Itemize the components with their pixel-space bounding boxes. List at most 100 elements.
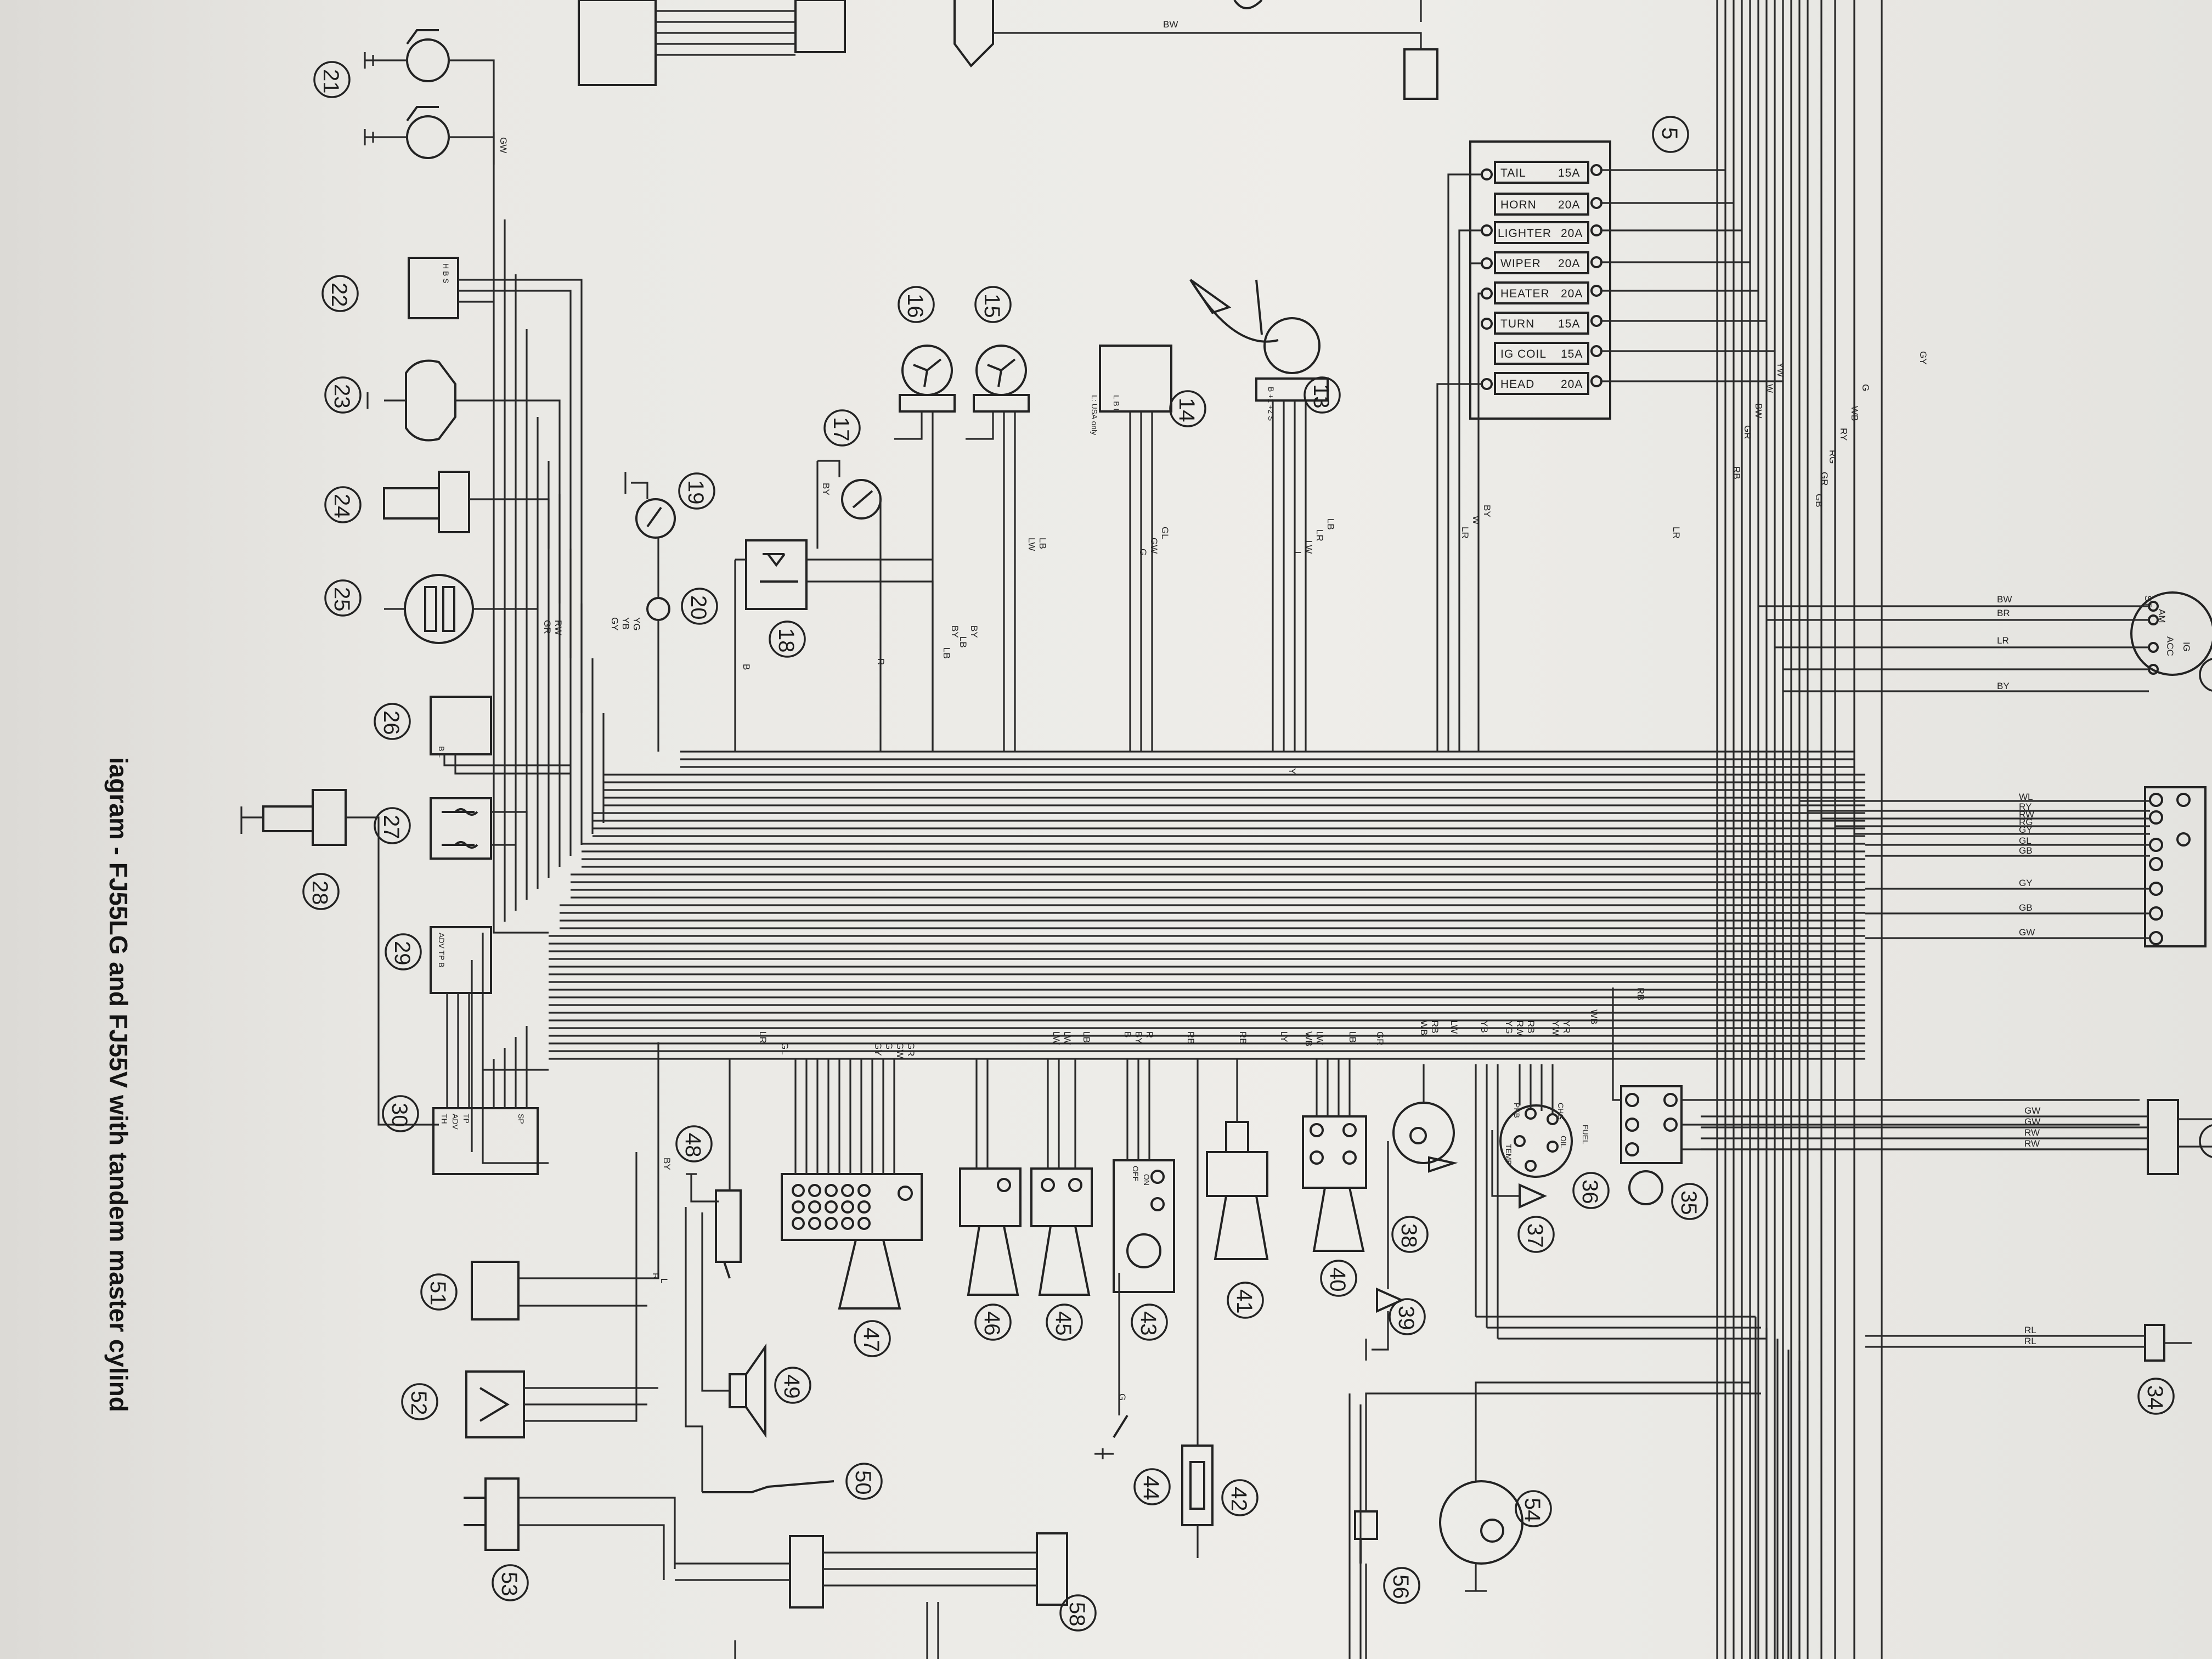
- svg-text:YR: YR: [1561, 1020, 1572, 1034]
- svg-text:36: 36: [1578, 1180, 1602, 1204]
- component-30: TH ADV TP SP 30: [382, 1026, 549, 1175]
- component-18-relay: 18 B: [734, 539, 934, 752]
- component-46-speaker: 46: [959, 1059, 1022, 1341]
- svg-text:YW: YW: [1775, 362, 1786, 377]
- component-14: L B L 14 L: USA only GL GW G: [1090, 345, 1206, 752]
- svg-text:WB: WB: [1419, 1020, 1429, 1035]
- svg-text:28: 28: [308, 881, 332, 905]
- svg-text:47: 47: [859, 1328, 883, 1352]
- diagram-title: iagram - FJ55LG and FJ55V with tandem ma…: [104, 757, 133, 1412]
- fuse-box-number: 5: [1657, 127, 1681, 139]
- svg-text:RB: RB: [1731, 466, 1742, 479]
- svg-text:PKB: PKB: [1513, 1103, 1521, 1118]
- fuse-rating-wiper: 20A: [1558, 257, 1580, 270]
- svg-text:GB: GB: [2019, 845, 2033, 856]
- svg-text:24: 24: [330, 494, 354, 518]
- svg-text:BY: BY: [969, 625, 979, 638]
- svg-text:YG: YG: [631, 617, 642, 631]
- component-17-switch: 17 BY R: [816, 409, 886, 752]
- svg-text:LR: LR: [758, 1031, 768, 1043]
- component-15-fan: 15 LB LW BY LB: [958, 286, 1048, 752]
- svg-text:GR: GR: [1819, 472, 1830, 486]
- fuse-label-lighter: LIGHTER: [1498, 227, 1551, 240]
- svg-text:BW: BW: [1163, 19, 1178, 30]
- component-56: 56: [1354, 1392, 1761, 1659]
- svg-text:13: 13: [1309, 384, 1333, 409]
- svg-text:40: 40: [1325, 1267, 1350, 1292]
- svg-text:GW: GW: [498, 137, 509, 153]
- svg-text:LW: LW: [1051, 1031, 1062, 1045]
- svg-text:18: 18: [774, 628, 798, 653]
- component-50: 50: [685, 1207, 883, 1500]
- ignition-switch: ST AM IG ACC BW BR LR BY: [1758, 591, 2212, 692]
- svg-text:GR: GR: [1742, 425, 1753, 439]
- svg-text:LY: LY: [1279, 1031, 1289, 1042]
- svg-text:39: 39: [1394, 1306, 1418, 1330]
- component-38-gauge: 38: [1391, 1064, 1458, 1253]
- svg-text:BY: BY: [950, 625, 960, 638]
- svg-text:LW: LW: [1062, 1031, 1073, 1045]
- component-53: 53: [464, 1477, 676, 1601]
- svg-text:52: 52: [407, 1391, 431, 1415]
- fuse-label-tail: TAIL: [1500, 167, 1526, 179]
- svg-text:GR: GR: [542, 620, 552, 634]
- svg-text:LW: LW: [1314, 1031, 1325, 1045]
- svg-text:TP: TP: [462, 1114, 471, 1124]
- component-49-speaker: 49: [701, 1212, 811, 1438]
- svg-text:BY: BY: [1997, 681, 2010, 691]
- svg-text:GR: GR: [1375, 1031, 1385, 1046]
- svg-text:GL: GL: [2019, 836, 2032, 846]
- svg-text:B: B: [741, 664, 752, 670]
- svg-text:CHG: CHG: [1556, 1103, 1565, 1120]
- svg-text:BY: BY: [821, 483, 831, 495]
- fuse-label-horn: HORN: [1500, 199, 1537, 211]
- svg-text:ADV: ADV: [451, 1114, 460, 1130]
- svg-text:YB: YB: [1479, 1020, 1489, 1033]
- svg-text:38: 38: [1397, 1223, 1421, 1248]
- fuse-box: TAIL 15A HORN 20A LIGHTER 20A WIPER 20A …: [1436, 116, 1783, 752]
- fuse-rating-tail: 15A: [1558, 167, 1580, 179]
- svg-text:RW: RW: [2019, 809, 2034, 820]
- svg-text:50: 50: [851, 1470, 875, 1495]
- svg-text:GY: GY: [1918, 351, 1928, 365]
- svg-text:GW: GW: [1149, 538, 1159, 554]
- component-44-switch: 44: [1094, 1273, 1171, 1505]
- svg-text:43: 43: [1136, 1311, 1160, 1336]
- component-37: 37: [1491, 1130, 1555, 1253]
- svg-text:48: 48: [681, 1133, 705, 1158]
- svg-text:49: 49: [780, 1374, 804, 1399]
- svg-text:TEMP: TEMP: [1504, 1144, 1513, 1165]
- fuse-rating-turn: 15A: [1558, 318, 1580, 330]
- svg-text:G: G: [1117, 1393, 1127, 1401]
- svg-text:16: 16: [903, 294, 927, 318]
- svg-text:R: R: [876, 658, 886, 665]
- component-48: 48: [675, 1059, 742, 1279]
- svg-text:LB: LB: [1347, 1031, 1358, 1043]
- component-41-horn: 41: [1206, 1059, 1269, 1319]
- svg-text:RW: RW: [2024, 1138, 2040, 1149]
- svg-text:GY: GY: [873, 1042, 883, 1056]
- svg-text:LB: LB: [941, 647, 952, 659]
- svg-text:21: 21: [319, 69, 343, 94]
- fuse-rating-igcoil: 15A: [1561, 348, 1583, 360]
- vertical-wire-bundle: [1716, 0, 1883, 1659]
- svg-text:GW: GW: [2024, 1105, 2040, 1116]
- svg-text:51: 51: [426, 1281, 450, 1306]
- svg-text:GW: GW: [2019, 927, 2035, 938]
- svg-text:GR: GR: [906, 1042, 916, 1057]
- svg-text:RB: RB: [1526, 1020, 1536, 1034]
- svg-text:RB: RB: [1238, 1031, 1248, 1045]
- svg-text:OFF: OFF: [1131, 1166, 1140, 1181]
- component-29: ADV TP B 29: [385, 926, 492, 1108]
- fuse-label-igcoil: IG COIL: [1500, 348, 1547, 360]
- component-58: 58: [675, 1532, 1097, 1659]
- svg-text:BY: BY: [1133, 1031, 1144, 1044]
- component-25: 25 GR RW GY YB YG: [324, 574, 642, 644]
- fuse-wires: [1436, 169, 1783, 752]
- component-35: 35: [1612, 988, 2140, 1220]
- svg-text:G: G: [1860, 384, 1871, 391]
- svg-text:GL: GL: [780, 1042, 790, 1055]
- svg-text:20: 20: [686, 595, 710, 620]
